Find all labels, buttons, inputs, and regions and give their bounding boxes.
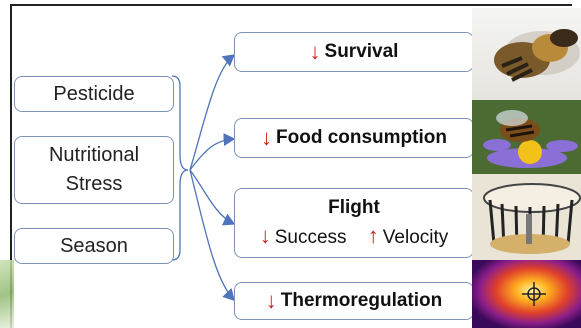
factor-label: Pesticide	[53, 82, 135, 105]
down-arrow-icon: ↓	[261, 125, 272, 150]
velocity-label: Velocity	[382, 227, 449, 248]
bracket	[171, 75, 189, 261]
effect-title: Flight	[328, 197, 380, 218]
flight-mill-photo	[472, 174, 581, 260]
factor-label: Nutritional Stress	[48, 144, 140, 195]
dead-bee-photo	[472, 8, 581, 100]
thermal-image-photo	[472, 260, 581, 328]
up-arrow-icon: ↑	[367, 223, 379, 248]
factor-nutritional-stress: Nutritional Stress	[14, 136, 174, 204]
down-arrow-icon: ↓	[265, 288, 277, 313]
arrow-to-survival	[189, 54, 236, 171]
slide-border	[10, 4, 572, 328]
effect-label: Thermoregulation	[280, 290, 443, 311]
effect-label: Survival	[324, 41, 399, 62]
down-arrow-icon: ↓	[309, 39, 321, 64]
arrow-to-food	[189, 133, 236, 171]
leaf-background	[0, 260, 14, 328]
factor-label: Season	[60, 234, 128, 257]
effect-thermoregulation: ↓ Thermoregulation	[234, 282, 474, 320]
arrow-to-flight	[189, 169, 236, 226]
effect-flight: Flight ↓Success ↑Velocity	[234, 188, 474, 258]
factor-season: Season	[14, 228, 174, 264]
effect-label: Food consumption	[276, 127, 447, 148]
down-arrow-icon: ↓	[259, 223, 271, 248]
effect-survival: ↓ Survival	[234, 32, 474, 72]
flight-metrics: ↓Success ↑Velocity	[260, 223, 449, 249]
effect-food-consumption: ↓ Food consumption	[234, 118, 474, 158]
factor-pesticide: Pesticide	[14, 76, 174, 112]
success-label: Success	[274, 227, 347, 248]
arrow-to-thermo	[189, 169, 235, 301]
bee-on-flower-photo	[472, 100, 581, 174]
